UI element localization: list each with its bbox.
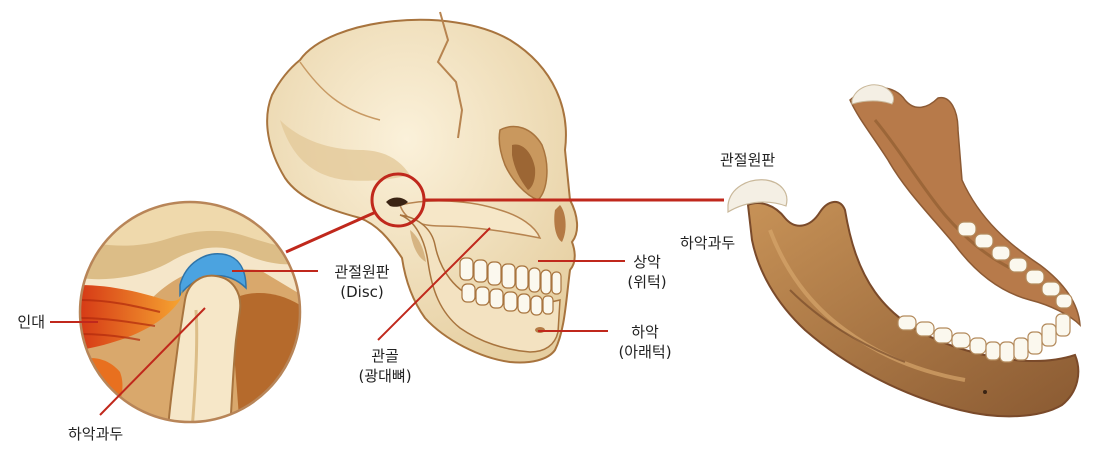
label-jaw-disc: 관절원판 xyxy=(720,151,776,169)
label-zygoma: 관골 (광대뼈) xyxy=(345,346,425,386)
leader-zygoma xyxy=(377,227,491,341)
skull-mandible xyxy=(399,214,561,353)
label-ligament: 인대 xyxy=(17,313,45,331)
label-disc: 관절원판 (Disc) xyxy=(318,262,406,302)
label-mandible-sub: (아래턱) xyxy=(618,343,672,361)
mandible-far-teeth xyxy=(957,221,1073,309)
label-disc-sub: (Disc) xyxy=(340,283,384,301)
label-maxilla: 상악 (위턱) xyxy=(612,252,682,292)
label-maxilla-name: 상악 xyxy=(633,253,661,271)
label-maxilla-sub: (위턱) xyxy=(627,273,667,291)
label-zygoma-sub: (광대뼈) xyxy=(358,367,412,385)
label-jaw-condyle: 하악과두 xyxy=(680,234,736,252)
mandible-notch xyxy=(410,230,426,262)
upper-teeth xyxy=(459,257,562,295)
mandible-near-teeth xyxy=(897,313,1071,363)
zygomatic-arch xyxy=(399,200,542,240)
mandible-condyle-cap xyxy=(727,179,788,214)
temporal-shade xyxy=(280,120,410,181)
tmj-socket xyxy=(386,197,408,207)
skull-suture xyxy=(436,11,464,139)
mandible-illustration xyxy=(727,84,1081,418)
label-zygoma-name: 관골 xyxy=(371,347,399,365)
lower-teeth xyxy=(461,283,554,316)
tmj-detail-circle xyxy=(78,200,302,424)
orbit-inner xyxy=(512,144,536,190)
mandible-near-side xyxy=(746,201,1080,418)
leader-lines xyxy=(50,172,724,416)
leader-condyle-detail xyxy=(99,307,206,416)
label-mandible: 하악 (아래턱) xyxy=(606,322,684,362)
label-mandible-name: 하악 xyxy=(631,323,659,341)
mandibular-condyle xyxy=(166,274,242,422)
detail-circle-border xyxy=(78,200,302,424)
connector-to-detail xyxy=(285,210,377,254)
nasal-cavity xyxy=(554,205,566,242)
skull-suture-coronal xyxy=(299,61,381,121)
label-condyle-detail: 하악과두 xyxy=(68,425,124,443)
label-disc-name: 관절원판 xyxy=(334,263,390,281)
